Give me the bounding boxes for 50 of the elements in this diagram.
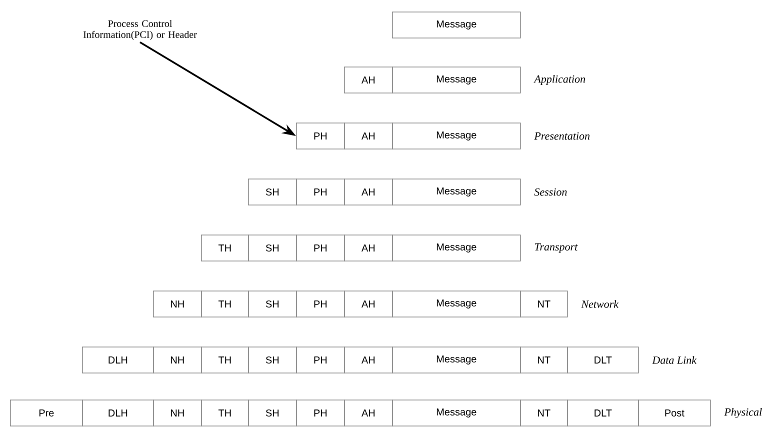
header-cell: NH	[153, 290, 202, 318]
header-cell: Message	[392, 12, 521, 38]
header-cell: NT	[520, 290, 568, 318]
header-cell: SH	[248, 178, 297, 206]
header-cell: TH	[201, 400, 249, 426]
header-cell: NT	[520, 346, 568, 374]
header-cell: Post	[638, 400, 711, 426]
header-cell: TH	[201, 346, 249, 374]
header-cell: AH	[344, 290, 393, 318]
header-cell: NT	[520, 400, 568, 426]
layer-name: Physical	[724, 408, 762, 418]
header-cell: Message	[392, 290, 521, 318]
header-cell: NH	[153, 400, 202, 426]
header-cell: PH	[296, 122, 345, 150]
header-cell: Message	[392, 346, 521, 374]
layer-name: Transport	[534, 243, 578, 253]
header-cell: Message	[392, 178, 521, 206]
header-cell: SH	[248, 346, 297, 374]
header-cell: AH	[344, 122, 393, 150]
header-cell: AH	[344, 400, 393, 426]
layer-name: Presentation	[534, 132, 590, 140]
header-cell: SH	[248, 400, 297, 426]
callout-text: Process Control Information(PCI) or Header	[83, 20, 197, 40]
header-cell: AH	[344, 178, 393, 206]
header-cell: Message	[392, 234, 521, 262]
header-cell: PH	[296, 400, 345, 426]
header-cell: PH	[296, 290, 345, 318]
header-cell: PH	[296, 346, 345, 374]
layer-name: Data Link	[652, 356, 697, 364]
header-cell: Message	[392, 400, 521, 426]
header-cell: DLT	[567, 400, 639, 426]
header-cell: Message	[392, 122, 521, 150]
layer-name: Session	[534, 188, 567, 196]
header-cell: NH	[153, 346, 202, 374]
header-cell: TH	[201, 290, 249, 318]
layer-name: Network	[581, 300, 619, 308]
header-cell: PH	[296, 234, 345, 262]
header-cell: TH	[201, 234, 249, 262]
header-cell: Message	[392, 66, 521, 94]
header-cell: AH	[344, 234, 393, 262]
header-cell: DLH	[82, 346, 154, 374]
header-cell: DLT	[567, 346, 639, 374]
header-cell: AH	[344, 346, 393, 374]
header-cell: Pre	[10, 400, 83, 426]
header-cell: SH	[248, 290, 297, 318]
header-cell: PH	[296, 178, 345, 206]
layer-name: Application	[534, 75, 586, 85]
header-cell: DLH	[82, 400, 154, 426]
header-cell: SH	[248, 234, 297, 262]
header-cell: AH	[344, 66, 393, 94]
